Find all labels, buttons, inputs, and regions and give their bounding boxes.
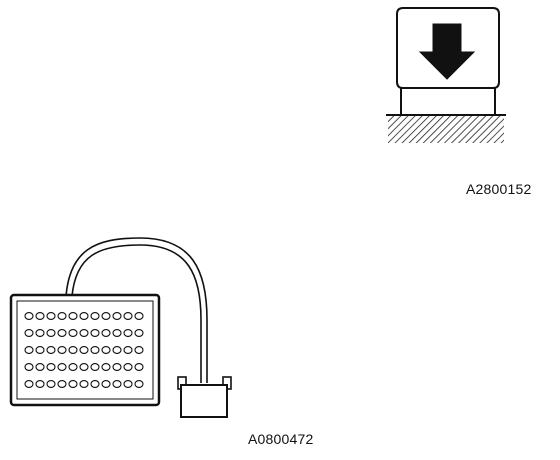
led-dot xyxy=(123,363,133,371)
led-dot xyxy=(57,312,67,320)
led-dot xyxy=(24,346,34,354)
led-dot xyxy=(123,346,133,354)
led-dot xyxy=(112,380,122,388)
led-dot xyxy=(35,346,45,354)
led-dot xyxy=(101,363,111,371)
led-dot xyxy=(134,329,144,337)
led-dot xyxy=(90,380,100,388)
led-dot xyxy=(46,329,56,337)
led-dot xyxy=(79,329,89,337)
led-dot xyxy=(68,329,78,337)
led-dot xyxy=(46,380,56,388)
led-dot xyxy=(35,380,45,388)
led-dot xyxy=(90,363,100,371)
led-dot xyxy=(35,363,45,371)
led-dot xyxy=(90,346,100,354)
led-dot xyxy=(57,363,67,371)
led-dot xyxy=(123,312,133,320)
cable-inner xyxy=(71,244,202,383)
led-dot xyxy=(68,312,78,320)
figure-id-label-top: A2800152 xyxy=(466,181,532,197)
led-dot xyxy=(57,329,67,337)
led-dot xyxy=(79,363,89,371)
led-dot xyxy=(24,312,34,320)
led-dot xyxy=(57,380,67,388)
hatched-ground xyxy=(388,115,504,143)
led-dot xyxy=(68,380,78,388)
led-dot xyxy=(112,312,122,320)
led-dot xyxy=(79,346,89,354)
figure-id-label-bottom: A0800472 xyxy=(248,431,314,447)
led-dot xyxy=(46,363,56,371)
led-dot xyxy=(90,312,100,320)
led-dot xyxy=(123,329,133,337)
led-dot xyxy=(79,380,89,388)
led-dot xyxy=(101,312,111,320)
led-dot xyxy=(90,329,100,337)
connector-body xyxy=(180,384,228,418)
led-dot xyxy=(68,346,78,354)
panel-connector-illustration xyxy=(9,237,232,418)
led-dot xyxy=(101,329,111,337)
led-dot xyxy=(35,312,45,320)
led-dot xyxy=(79,312,89,320)
led-dot xyxy=(57,346,67,354)
led-dot xyxy=(101,346,111,354)
led-dot xyxy=(46,312,56,320)
led-dot xyxy=(134,346,144,354)
connector xyxy=(177,376,232,418)
press-base-block xyxy=(400,87,496,116)
down-arrow-icon xyxy=(418,23,476,80)
led-dot xyxy=(24,329,34,337)
led-dot xyxy=(24,380,34,388)
led-dot xyxy=(112,329,122,337)
led-dot xyxy=(134,380,144,388)
led-dot xyxy=(134,312,144,320)
press-illustration xyxy=(386,7,506,143)
led-dot xyxy=(112,363,122,371)
led-dot xyxy=(123,380,133,388)
led-dot xyxy=(134,363,144,371)
led-dot xyxy=(35,329,45,337)
led-dot xyxy=(46,346,56,354)
led-dot xyxy=(24,363,34,371)
led-grid xyxy=(24,312,144,388)
led-dot xyxy=(101,380,111,388)
led-dot xyxy=(112,346,122,354)
cable-outer xyxy=(65,237,208,383)
led-dot xyxy=(68,363,78,371)
